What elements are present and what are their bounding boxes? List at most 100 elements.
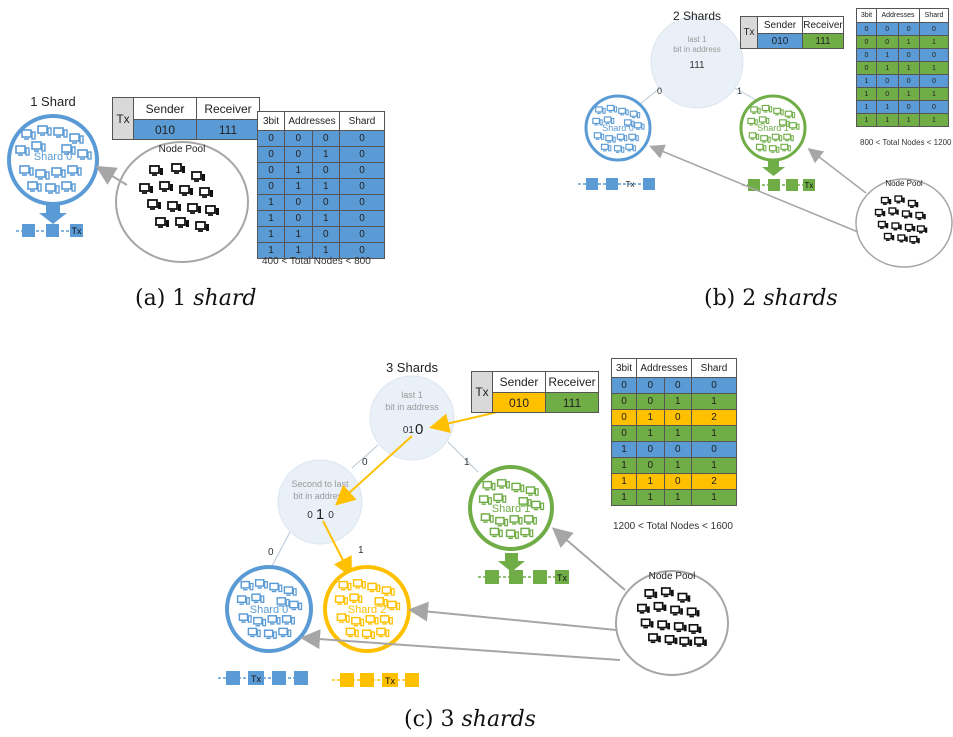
address-bit-cell: 1	[611, 441, 637, 458]
panel-b-sender-header: Sender	[757, 16, 803, 34]
panel-c-edge-a1-label: 1	[464, 457, 470, 468]
address-bit-cell: 1	[663, 393, 692, 410]
panel-b-range-note: 800 < Total Nodes < 1200	[860, 138, 952, 147]
panel-c-down-arrow	[498, 553, 525, 572]
address-bit-cell: 1	[663, 425, 692, 442]
panel-c-bubble1-line2: bit in address	[385, 402, 439, 412]
panel-a-down-arrow	[39, 205, 67, 224]
address-bit-cell: 1	[897, 35, 920, 49]
address-bit-cell: 0	[876, 35, 899, 49]
address-bit-cell: 0	[284, 130, 313, 147]
panel-c-chain-blue	[218, 671, 308, 685]
address-bit-cell: 0	[897, 22, 920, 36]
panel-a-range-note: 400 < Total Nodes < 800	[262, 256, 371, 267]
panel-c-bubble1-prefix: 01	[403, 425, 415, 436]
address-bit-cell: 1	[876, 100, 899, 114]
shard-cell: 0	[339, 210, 385, 227]
panel-b-edge-right	[734, 87, 757, 101]
address-bit-cell: 1	[611, 489, 637, 506]
caption-c-em: shards	[461, 707, 536, 732]
address-bit-cell: 0	[856, 48, 877, 62]
address-bit-cell: 1	[876, 61, 899, 75]
panel-b-tx-table: Tx Sender Receiver 010 111	[740, 16, 844, 49]
address-bit-cell: 1	[876, 48, 899, 62]
address-bit-cell: 0	[856, 35, 877, 49]
address-bit-cell: 1	[311, 146, 340, 163]
address-bit-cell: 0	[284, 146, 313, 163]
panel-c-shard0-label: Shard 0	[250, 604, 289, 616]
shard-cell: 0	[339, 226, 385, 243]
panel-b-shard0-label: Shard 0	[602, 123, 634, 133]
address-bit-cell: 0	[257, 130, 285, 147]
address-bit-cell: 1	[636, 489, 665, 506]
caption-a: (a) 1 shard	[135, 286, 256, 311]
panel-c-bubble2	[277, 459, 363, 545]
panel-c-sender-value: 010	[492, 392, 546, 413]
panel-b-header-3bit: 3bit	[856, 8, 877, 23]
shard-cell: 0	[691, 441, 737, 458]
panel-c-pool-arrow-shard0	[300, 629, 621, 661]
panel-a-pool-arrow	[95, 165, 128, 186]
shard-cell: 1	[919, 113, 949, 127]
panel-b-bubble-line2: bit in address	[673, 45, 721, 54]
shard-cell: 1	[691, 393, 737, 410]
panel-b-bubble	[650, 15, 744, 109]
panel-c-tx-header: Tx	[471, 371, 493, 413]
panel-c-bubble2-line1: Second to last	[291, 479, 349, 489]
panel-c-receiver-value: 111	[545, 392, 599, 413]
address-bit-cell: 0	[311, 130, 340, 147]
panel-c-bubble1	[369, 375, 455, 461]
panel-b-pool-arrow-shard1	[807, 148, 867, 194]
address-bit-cell: 0	[897, 48, 920, 62]
panel-c-shard1-label: Shard 1	[492, 503, 531, 515]
panel-a-header-3bit: 3bit	[257, 111, 285, 131]
panel-b-edge-left	[639, 87, 661, 105]
shard-cell: 1	[691, 425, 737, 442]
panel-c-bubble1-bit: 0	[415, 421, 423, 438]
address-bit-cell: 1	[897, 87, 920, 101]
address-bit-cell: 1	[311, 210, 340, 227]
panel-b-chain-blue-tx: Tx	[626, 180, 635, 189]
address-bit-cell: 1	[663, 457, 692, 474]
panel-c-bubble2-pre: 0	[307, 510, 313, 521]
address-bit-cell: 0	[284, 194, 313, 211]
address-bit-cell: 1	[636, 425, 665, 442]
address-bit-cell: 0	[284, 210, 313, 227]
panel-c-bubble2-post: 0	[328, 510, 334, 521]
address-bit-cell: 0	[876, 22, 899, 36]
shard-cell: 0	[339, 130, 385, 147]
panel-c-bubble2-bit: 1	[316, 506, 324, 523]
panel-a-chain	[16, 224, 83, 237]
address-bit-cell: 1	[856, 100, 877, 114]
panel-b-sender-value: 010	[757, 33, 803, 49]
address-bit-cell: 0	[636, 393, 665, 410]
panel-b-node-pool	[855, 178, 953, 268]
panel-c-tx-table: Tx Sender Receiver 010 111	[471, 371, 599, 413]
address-bit-cell: 0	[876, 74, 899, 88]
address-bit-cell: 0	[311, 226, 340, 243]
panel-b-down-arrow	[762, 161, 785, 176]
panel-c-edge-a1	[447, 441, 479, 473]
panel-b-receiver-header: Receiver	[802, 16, 844, 34]
panel-b-title: 2 Shards	[673, 9, 721, 23]
caption-b: (b) 2 shards	[704, 286, 838, 311]
address-bit-cell: 1	[897, 61, 920, 75]
address-bit-cell: 0	[311, 194, 340, 211]
address-bit-cell: 1	[611, 473, 637, 490]
address-bit-cell: 1	[257, 242, 285, 259]
panel-c-bubble2-line2: bit in address	[293, 491, 347, 501]
shard-cell: 1	[919, 61, 949, 75]
panel-b-bubble-bits: 111	[689, 60, 705, 71]
caption-a-prefix: (a) 1	[135, 286, 194, 311]
panel-c-yellow-arrow-3	[322, 520, 352, 578]
panel-b-pool-arrow-shard0	[649, 144, 859, 233]
